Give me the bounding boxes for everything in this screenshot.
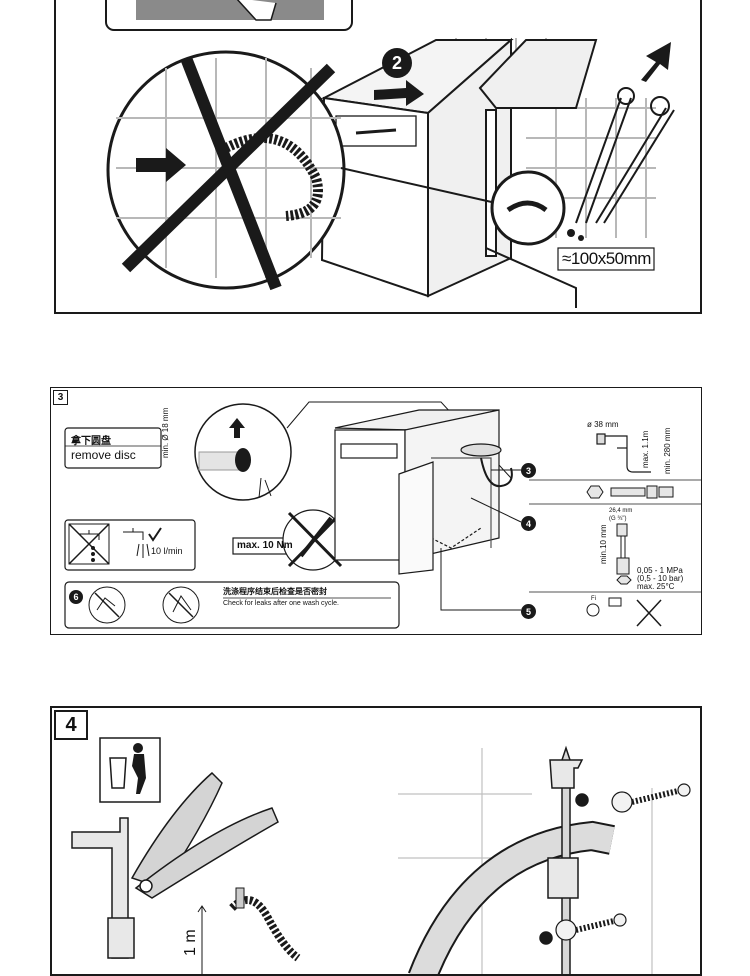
left-bracket <box>71 817 135 959</box>
vertical-unit-label: 1 m <box>182 929 199 956</box>
step-4-panel: 4 <box>50 706 702 976</box>
wrench-zoom-circle <box>282 509 344 571</box>
trash-bin-icon <box>99 737 161 803</box>
step-2-panel: 2 ≈100x50mm <box>54 0 702 314</box>
water-supply-box <box>64 519 196 571</box>
flow-rate-label: 10 l/min <box>151 546 183 556</box>
callout-6: 6 <box>69 590 83 604</box>
callout-5-line <box>440 548 521 611</box>
disc-zoom-circle <box>194 403 292 501</box>
hose-min-diameter: min. Ø 18 mm <box>161 407 170 458</box>
leader-line <box>340 167 497 204</box>
step-4-number: 4 <box>54 710 88 740</box>
hose-small <box>197 887 301 974</box>
hose-connector-row <box>586 485 674 499</box>
remove-disc-en: remove disc <box>71 448 136 462</box>
step-3-panel: 3 <box>50 387 702 635</box>
step-3-illustration <box>64 401 701 629</box>
filter-icons <box>586 597 662 627</box>
no-tap-icon <box>68 523 110 565</box>
leak-check-en: Check for leaks after one wash cycle. <box>223 600 339 607</box>
step-2-badge-text: 2 <box>391 52 402 73</box>
remove-disc-box <box>64 427 162 469</box>
step-2-badge: 2 <box>382 48 412 78</box>
screw-bottom <box>555 913 627 941</box>
filter-note: Fi <box>591 596 596 602</box>
callout-3: 3 <box>521 463 536 478</box>
thread-spec: (G ¾") <box>609 516 627 522</box>
callout-5: 5 <box>521 604 536 619</box>
callout-4-line <box>470 497 522 523</box>
hoses <box>575 87 675 224</box>
tap-ok-icon <box>123 527 162 558</box>
dishwasher <box>320 37 514 298</box>
step-2-illustration <box>105 0 675 308</box>
no-machine-icon-2 <box>162 586 200 624</box>
height-min: min. 280 mm <box>663 427 672 474</box>
leak-check-cn: 洗涤程序结束后检查是否密封 <box>223 587 327 596</box>
top-inset-box <box>105 0 353 31</box>
pressure-mpa: 0,05 - 1 MPa <box>637 566 683 575</box>
up-arrow <box>641 42 671 82</box>
remove-disc-cn: 拿下圆盘 <box>71 436 111 447</box>
step-3-number: 3 <box>53 390 68 405</box>
height-max: max. 1.1m <box>641 430 650 468</box>
siphon-pipe <box>480 457 513 488</box>
recess-zoom-circle <box>490 170 584 246</box>
no-machine-icon-1 <box>88 586 126 624</box>
connector-min: min.10 mm <box>599 524 608 564</box>
recess-size-label: ≈100x50mm <box>562 249 651 268</box>
pressure-bar: (0,5 - 10 bar) <box>637 574 684 583</box>
size-label-box <box>557 247 655 271</box>
leak-check-bar <box>64 581 400 629</box>
cabinet-dishwasher <box>334 409 502 575</box>
torque-label: max. 10 Nm <box>237 540 293 551</box>
tap-connector-detail <box>616 523 632 585</box>
siphon-detail <box>596 433 651 473</box>
siphon-diameter: ø 38 mm <box>587 420 619 429</box>
screw-top <box>611 783 691 813</box>
step-4-illustration <box>71 737 691 974</box>
max-temperature: max. 25°C <box>637 582 675 591</box>
thread-size: 26,4 mm <box>609 508 633 514</box>
push-arrow <box>374 80 424 106</box>
callout-4: 4 <box>521 516 536 531</box>
pliers <box>130 771 279 899</box>
zoom-detail-circle <box>106 50 346 291</box>
mounting-post <box>539 745 589 974</box>
